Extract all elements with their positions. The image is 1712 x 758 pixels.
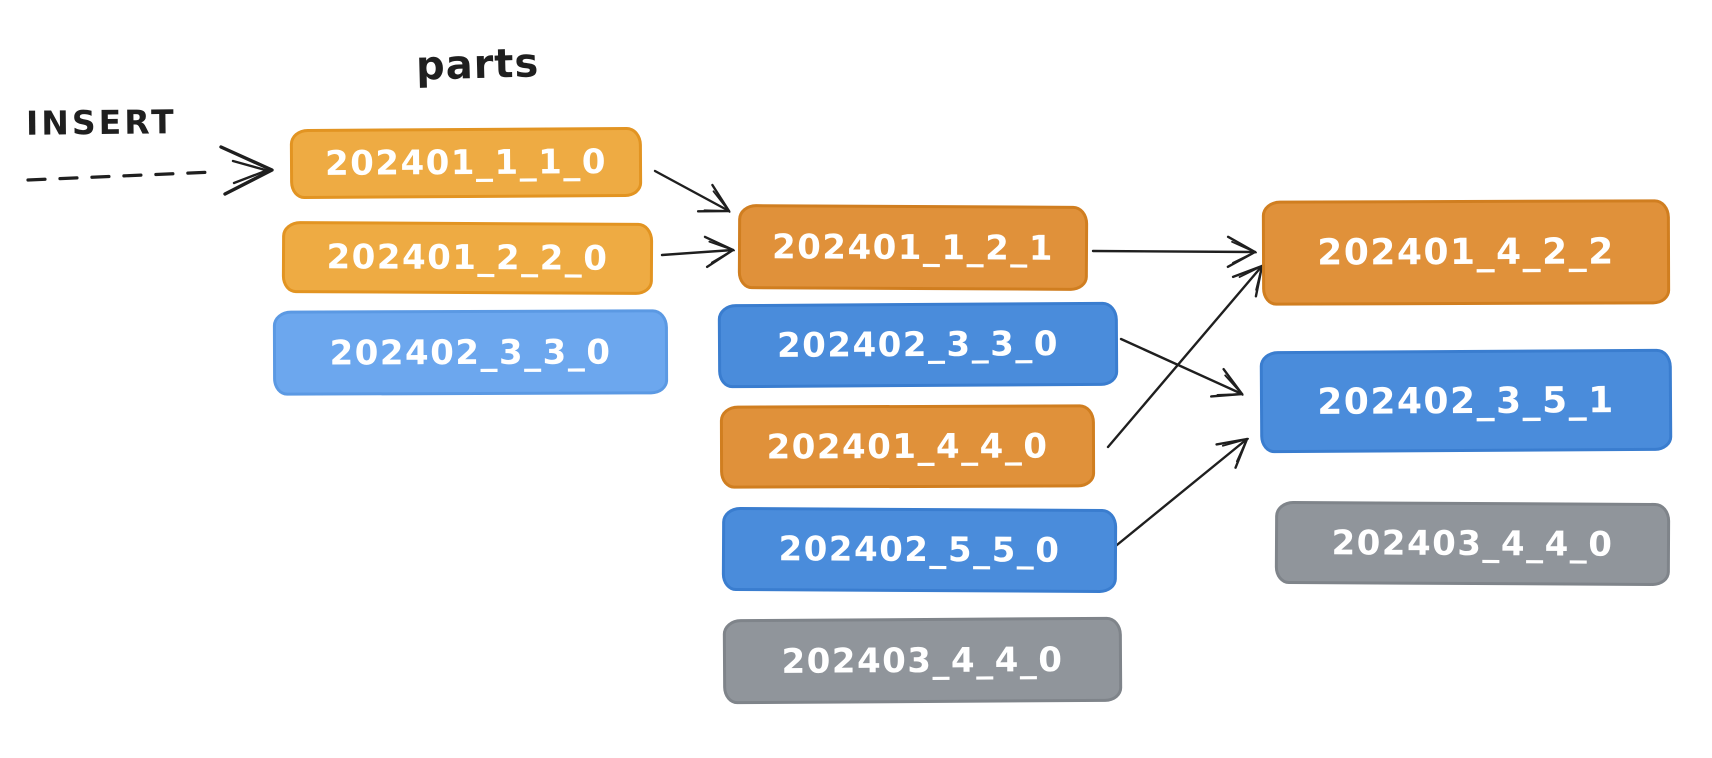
part-202401-1-2-1: 202401_1_2_1: [737, 204, 1089, 291]
arrow-202402-3-3-0-to-202402-3-5-1: [1119, 337, 1244, 398]
part-202402-3-5-1: 202402_3_5_1: [1259, 348, 1673, 454]
arrow-202402-5-5-0-to-202402-3-5-1: [1110, 437, 1249, 551]
part-202402-3-3-0-col1: 202402_3_3_0: [272, 309, 669, 396]
part-202401-4-2-2: 202401_4_2_2: [1261, 199, 1671, 306]
arrow-202401-1-2-1-to-202401-4-2-2: [1091, 235, 1257, 269]
part-202402-5-5-0: 202402_5_5_0: [721, 506, 1118, 594]
arrow-202401-2-2-0-to-202401-1-2-1: [660, 235, 735, 269]
part-label: 202403_4_4_0: [1331, 522, 1614, 565]
part-202403-4-4-0-col2: 202403_4_4_0: [722, 616, 1123, 705]
insert-label: INSERT: [25, 102, 177, 143]
part-202403-4-4-0-col3: 202403_4_4_0: [1274, 500, 1671, 587]
part-202401-1-1-0: 202401_1_1_0: [289, 126, 643, 200]
part-label: 202401_2_2_0: [326, 237, 609, 279]
part-label: 202402_5_5_0: [778, 529, 1061, 571]
part-label: 202403_4_4_0: [781, 639, 1064, 682]
part-label: 202401_4_4_0: [766, 426, 1049, 467]
arrow-202401-1-1-0-to-202401-1-2-1: [653, 169, 731, 213]
part-label: 202402_3_5_1: [1317, 379, 1615, 423]
part-label: 202401_1_1_0: [324, 142, 608, 184]
part-label: 202402_3_3_0: [776, 324, 1060, 366]
part-202402-3-3-0-col2: 202402_3_3_0: [717, 301, 1119, 389]
part-label: 202402_3_3_0: [329, 332, 612, 373]
part-202401-4-4-0: 202401_4_4_0: [719, 404, 1096, 489]
arrow-insert-to-202401-1-1-0: [26, 145, 274, 196]
part-202401-2-2-0: 202401_2_2_0: [281, 221, 654, 295]
part-label: 202401_4_2_2: [1317, 231, 1615, 274]
parts-title: parts: [415, 40, 540, 90]
arrow-202401-4-4-0-to-202401-4-2-2: [1106, 264, 1264, 449]
part-label: 202401_1_2_1: [771, 226, 1055, 269]
